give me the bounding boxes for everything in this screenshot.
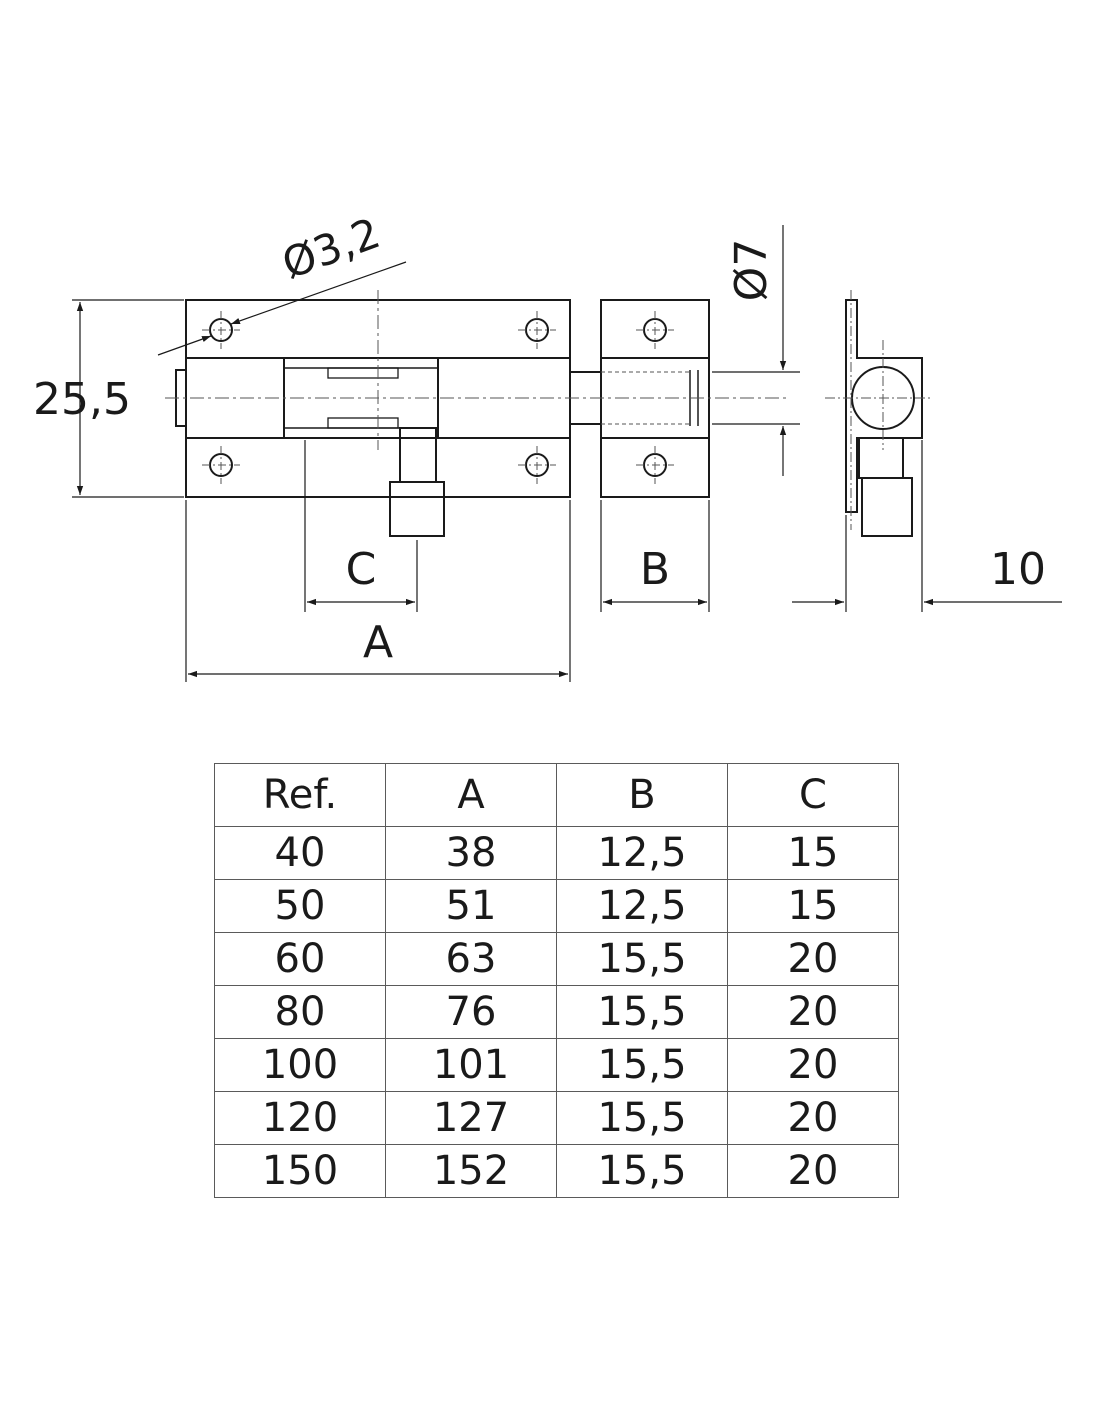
cell-b: 15,5 — [556, 932, 728, 986]
cell-ref: 100 — [214, 1038, 386, 1092]
cell-c: 20 — [727, 1144, 899, 1198]
cell-c: 20 — [727, 932, 899, 986]
cell-b: 15,5 — [556, 1144, 728, 1198]
cell-c: 20 — [727, 985, 899, 1039]
cell-ref: 60 — [214, 932, 386, 986]
dim-label-height: 25,5 — [33, 374, 131, 425]
header-a: A — [385, 763, 557, 827]
bolt-rod — [570, 371, 601, 425]
knob-handle — [389, 481, 445, 537]
side-view — [845, 299, 923, 537]
cell-a: 127 — [385, 1091, 557, 1145]
cell-a: 38 — [385, 826, 557, 880]
header-c: C — [727, 763, 899, 827]
cell-ref: 80 — [214, 985, 386, 1039]
table-row: 60 63 15,5 20 — [214, 932, 899, 986]
cell-b: 15,5 — [556, 1091, 728, 1145]
cell-a: 63 — [385, 932, 557, 986]
cell-b: 15,5 — [556, 1038, 728, 1092]
cell-c: 20 — [727, 1091, 899, 1145]
cell-a: 76 — [385, 985, 557, 1039]
cell-ref: 150 — [214, 1144, 386, 1198]
dim-label-b: B — [640, 544, 670, 595]
table-row: 150 152 15,5 20 — [214, 1144, 899, 1198]
technical-drawing: A C B 10 25,5 Ø7 Ø3,2 — [33, 208, 1062, 682]
cell-a: 51 — [385, 879, 557, 933]
cell-a: 152 — [385, 1144, 557, 1198]
cell-ref: 120 — [214, 1091, 386, 1145]
cell-b: 12,5 — [556, 879, 728, 933]
dim-label-c: C — [346, 544, 377, 595]
cell-b: 15,5 — [556, 985, 728, 1039]
header-b: B — [556, 763, 728, 827]
table-row: 100 101 15,5 20 — [214, 1038, 899, 1092]
dim-label-depth: 10 — [990, 544, 1046, 595]
size-table: Ref. A B C 40 38 12,5 15 50 51 12,5 15 6… — [214, 763, 899, 1198]
bolt-plate — [175, 299, 571, 537]
dim-label-hole-diameter: Ø3,2 — [276, 208, 387, 288]
table-row: 120 127 15,5 20 — [214, 1091, 899, 1145]
table-row: 40 38 12,5 15 — [214, 826, 899, 880]
dim-label-bolt-diameter: Ø7 — [726, 239, 777, 302]
cell-ref: 50 — [214, 879, 386, 933]
table-header-row: Ref. A B C — [214, 763, 899, 827]
cell-c: 15 — [727, 879, 899, 933]
dim-label-a: A — [363, 617, 393, 668]
cell-ref: 40 — [214, 826, 386, 880]
table-row: 80 76 15,5 20 — [214, 985, 899, 1039]
cell-a: 101 — [385, 1038, 557, 1092]
header-ref: Ref. — [214, 763, 386, 827]
table-row: 50 51 12,5 15 — [214, 879, 899, 933]
cell-c: 15 — [727, 826, 899, 880]
cell-b: 12,5 — [556, 826, 728, 880]
knob-stem — [399, 427, 437, 483]
cell-c: 20 — [727, 1038, 899, 1092]
